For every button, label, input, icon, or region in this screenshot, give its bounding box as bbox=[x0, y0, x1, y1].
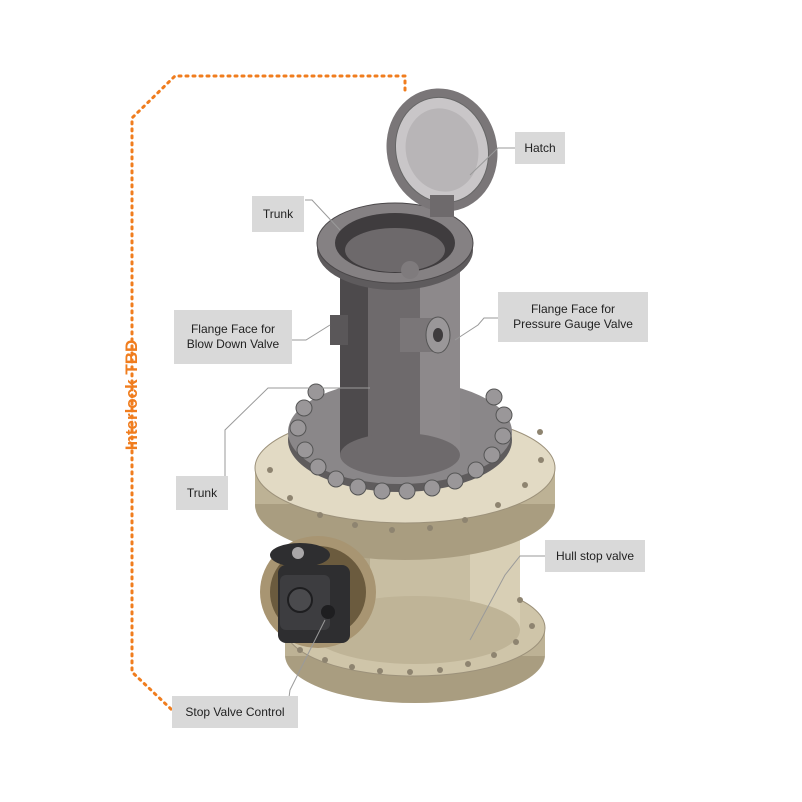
interlock-label: Interlock TBD bbox=[122, 339, 141, 451]
trunk-top-label: Trunk bbox=[252, 196, 304, 232]
flange-blowdown-label: Flange Face for Blow Down Valve bbox=[174, 310, 292, 364]
flange-pressure-label: Flange Face for Pressure Gauge Valve bbox=[498, 292, 648, 342]
stop-valve-control bbox=[270, 543, 350, 643]
trunk bbox=[316, 202, 474, 477]
trunk-mid-label: Trunk bbox=[176, 476, 228, 510]
stop-valve-control-label: Stop Valve Control bbox=[172, 696, 298, 728]
hatch-label: Hatch bbox=[515, 132, 565, 164]
hull-stop-valve-label: Hull stop valve bbox=[545, 540, 645, 572]
hatch bbox=[386, 88, 498, 217]
base-flange-holes bbox=[297, 597, 535, 675]
upper-flange-holes bbox=[267, 429, 544, 533]
interlock-bracket bbox=[130, 74, 407, 712]
